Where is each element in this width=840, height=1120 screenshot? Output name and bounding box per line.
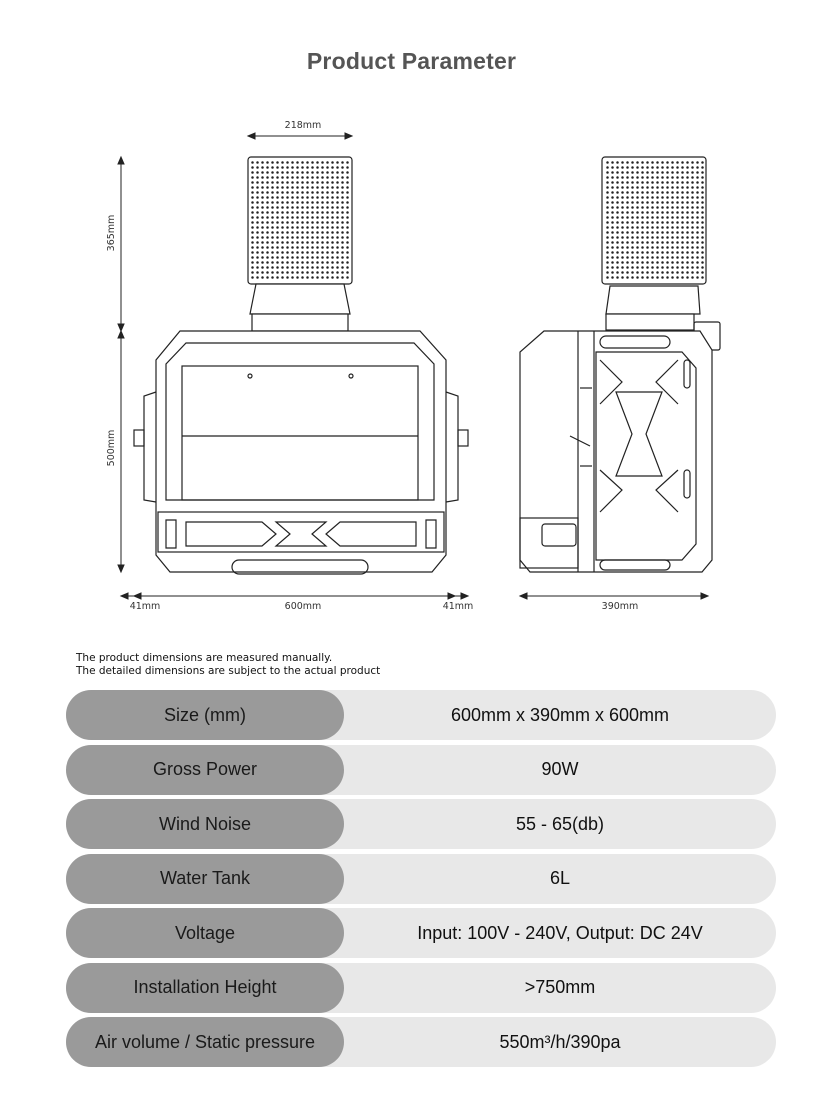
front-view: [133, 156, 469, 575]
spec-table: Size (mm) 600mm x 390mm x 600mm Gross Po…: [66, 690, 776, 1072]
spec-row-size: Size (mm) 600mm x 390mm x 600mm: [66, 690, 776, 740]
page-title: Product Parameter: [306, 48, 517, 74]
spec-value: 90W: [541, 759, 579, 779]
dim-body-width: 600mm: [285, 601, 322, 612]
note-line-2: The detailed dimensions are subject to t…: [76, 665, 381, 677]
side-view: [519, 156, 721, 573]
spec-label: Water Tank: [66, 853, 344, 904]
dim-body-height: 500mm: [106, 430, 117, 467]
note-line-1: The product dimensions are measured manu…: [76, 652, 333, 664]
dim-side-depth: 390mm: [602, 601, 639, 612]
spec-label: Voltage: [66, 908, 344, 958]
spec-row-air-volume: Air volume / Static pressure 550m³/h/390…: [66, 1017, 776, 1067]
spec-label: Gross Power: [66, 744, 344, 795]
spec-value: 6L: [549, 868, 571, 888]
spec-label: Wind Noise: [66, 799, 344, 849]
dimension-lines: [117, 132, 710, 600]
spec-value: 600mm x 390mm x 600mm: [450, 704, 670, 725]
spec-label: Size (mm): [66, 690, 344, 740]
dim-top-height: 365mm: [106, 215, 117, 252]
dim-left-margin: 41mm: [130, 601, 161, 612]
product-dimension-diagram: 218mm 365mm 500mm 41mm 600mm 41mm 390mm: [106, 120, 721, 612]
dim-top-width: 218mm: [285, 120, 322, 131]
spec-label: Installation Height: [66, 962, 344, 1013]
spec-row-water-tank: Water Tank 6L: [66, 853, 776, 904]
measurement-note: The product dimensions are measured manu…: [76, 652, 380, 678]
spec-row-gross-power: Gross Power 90W: [66, 744, 776, 795]
spec-label: Air volume / Static pressure: [66, 1017, 344, 1067]
spec-row-wind-noise: Wind Noise 55 - 65(db): [66, 799, 776, 849]
spec-value: 550m³/h/390pa: [499, 1031, 621, 1052]
spec-row-voltage: Voltage Input: 100V - 240V, Output: DC 2…: [66, 908, 776, 958]
spec-value: Input: 100V - 240V, Output: DC 24V: [417, 922, 703, 943]
spec-value: >750mm: [524, 977, 596, 997]
spec-value: 55 - 65(db): [515, 813, 605, 834]
dim-right-margin: 41mm: [443, 601, 474, 612]
spec-row-installation-height: Installation Height >750mm: [66, 962, 776, 1013]
